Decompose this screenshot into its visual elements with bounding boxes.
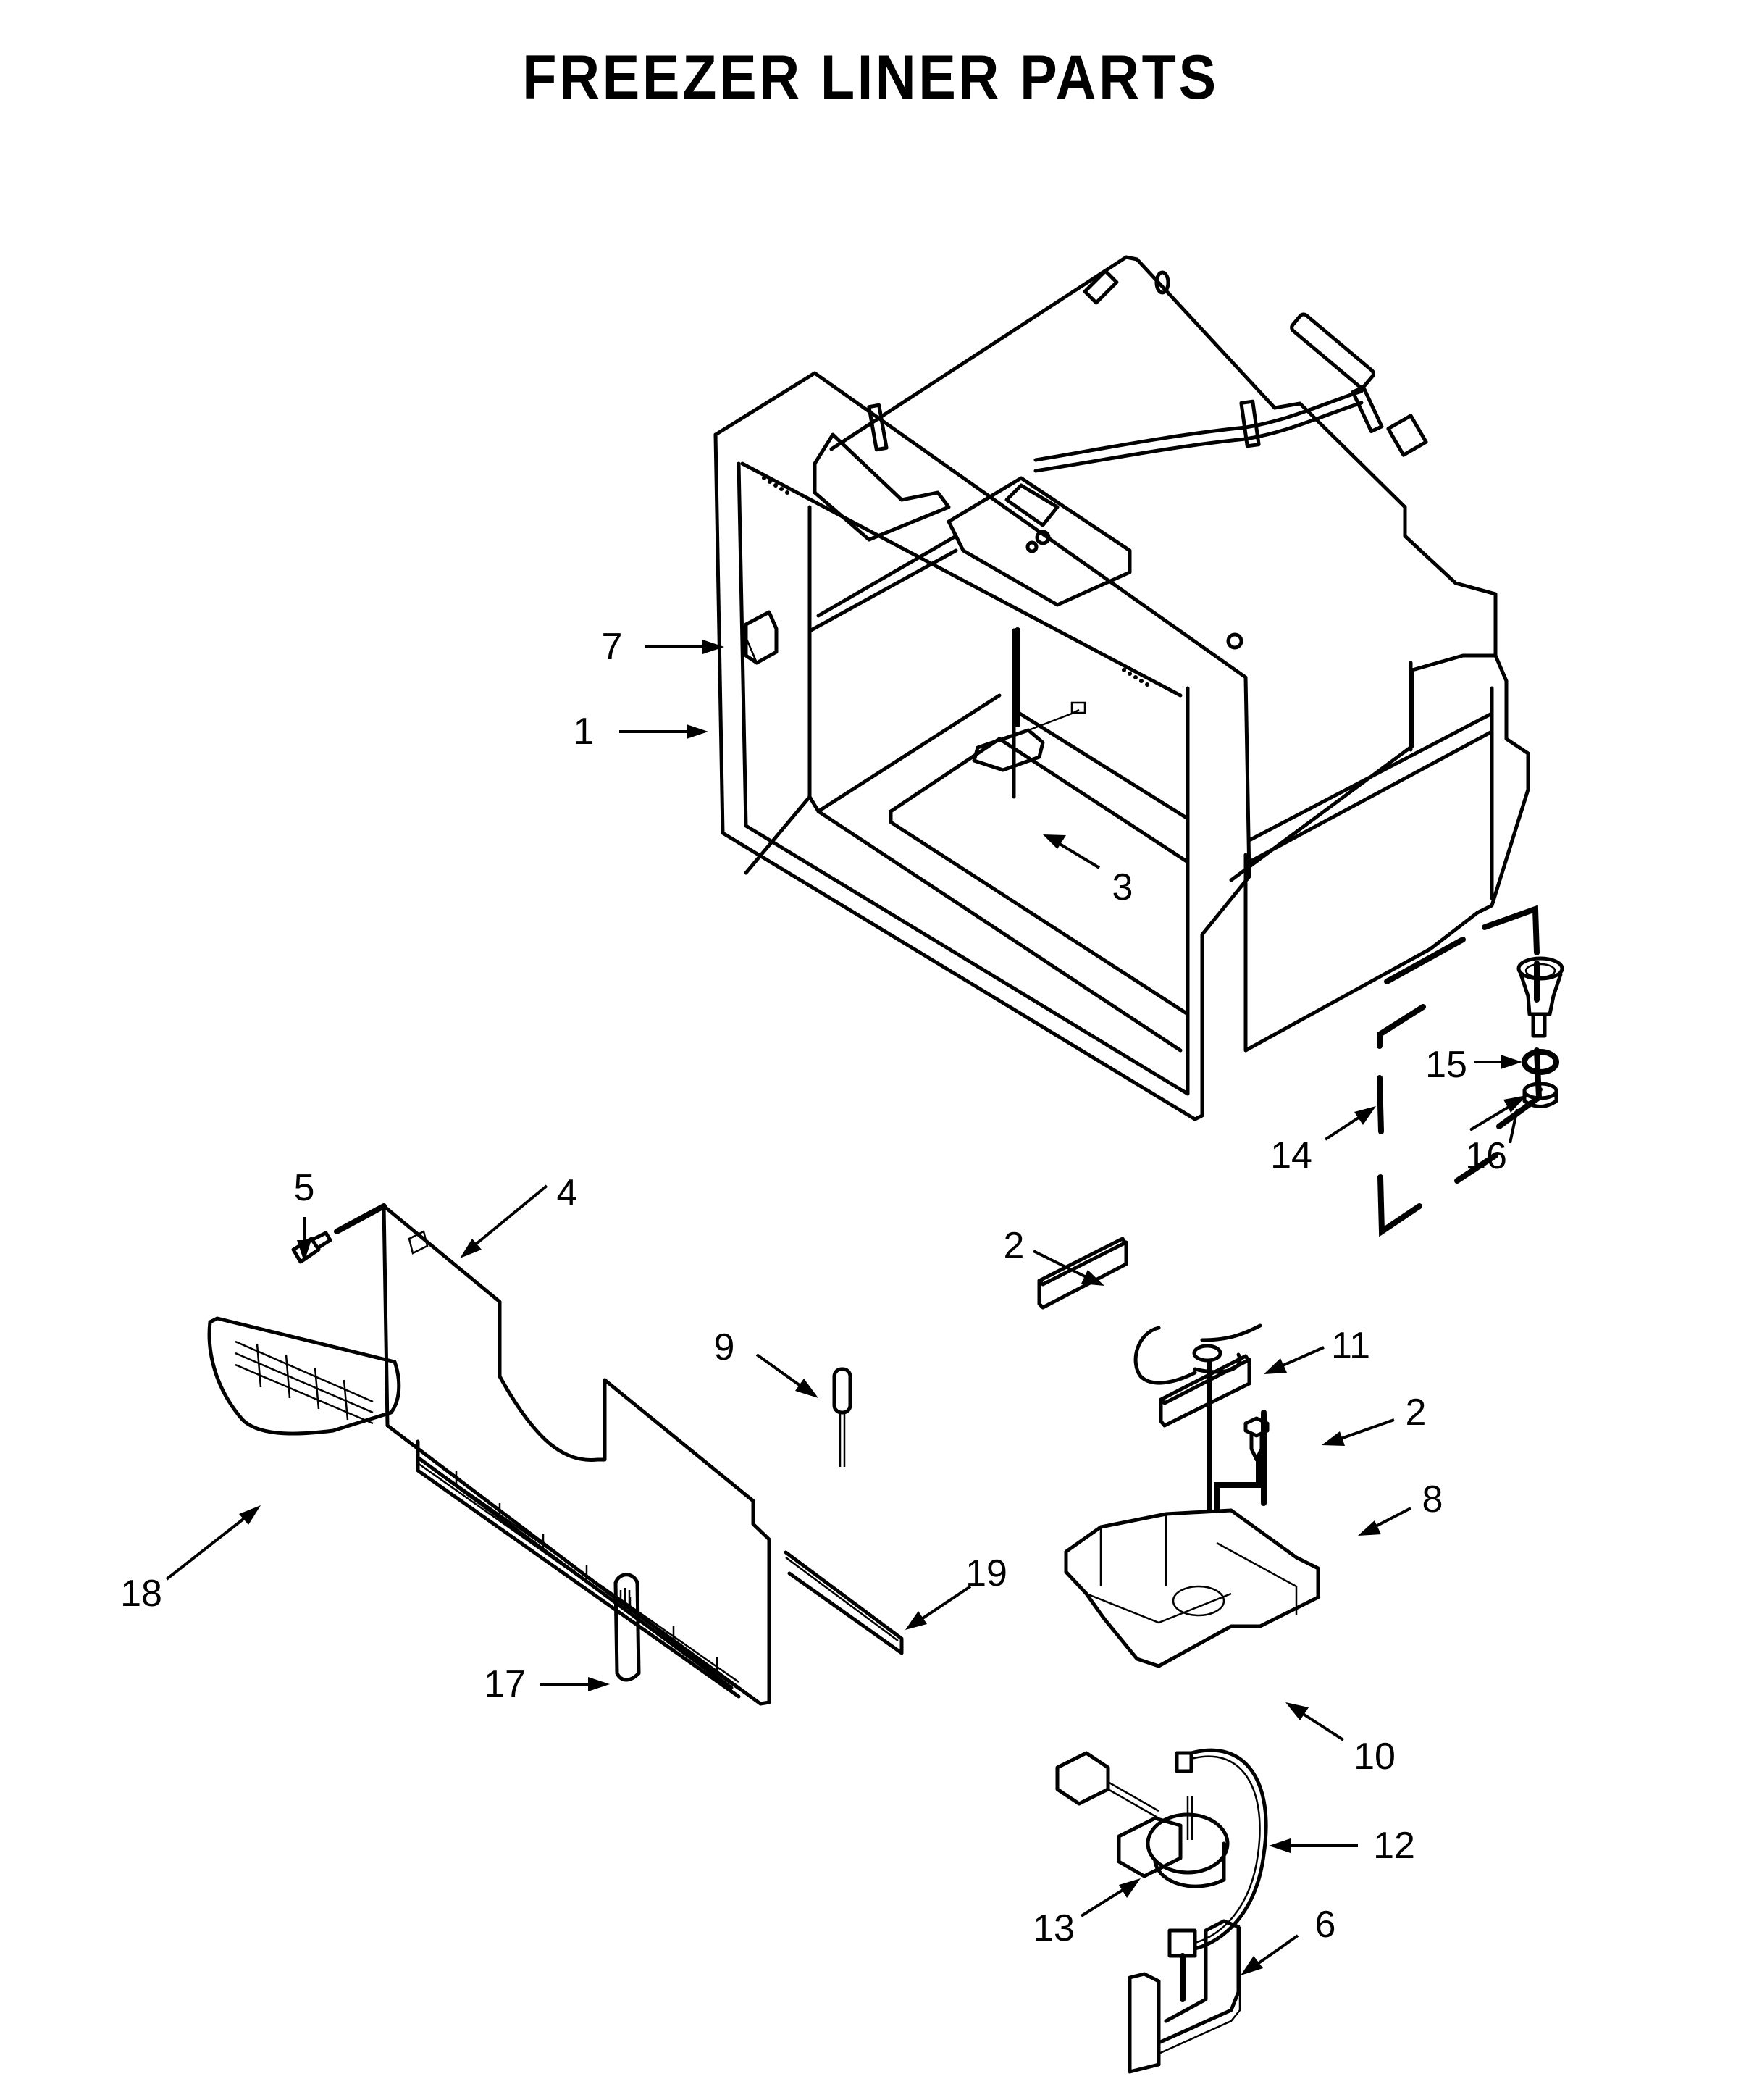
arrow-16 [1469,1095,1527,1144]
arrow-12 [1269,1838,1358,1853]
arrow-1 [619,724,708,739]
arrow-3 [1043,834,1101,869]
callout-3[interactable]: 3 [1112,866,1133,908]
arrow-19 [905,1585,972,1630]
strip-19-drawing [784,1550,904,1655]
callout-16[interactable]: 16 [1465,1135,1507,1177]
callout-6[interactable]: 6 [1314,1904,1336,1946]
arrow-2a [1033,1250,1104,1286]
fan-shroud-drawing [1064,1508,1320,1668]
insulation-strip-drawing [1037,1237,1251,1428]
callout-18[interactable]: 18 [120,1573,162,1615]
callout-11[interactable]: 11 [1331,1325,1370,1367]
arrow-17 [540,1677,610,1691]
callout-14[interactable]: 14 [1270,1134,1312,1176]
callout-5[interactable]: 5 [293,1167,315,1209]
callout-13[interactable]: 13 [1033,1907,1075,1949]
light-assembly-drawing [972,627,1086,772]
callout-2-upper[interactable]: 2 [1003,1225,1025,1267]
arrow-18 [165,1505,261,1581]
fan-motor-drawing [1055,1748,1268,2002]
freezer-liner-drawing [713,255,1530,1121]
arrow-6 [1241,1934,1299,1975]
callout-9[interactable]: 9 [713,1326,735,1368]
screw-8-drawing [1214,1416,1270,1513]
arrow-13 [1080,1878,1141,1917]
callout-17[interactable]: 17 [484,1663,526,1705]
arrow-10 [1285,1702,1345,1741]
arrow-15 [1474,1055,1522,1069]
grille-drawing [207,1316,401,1436]
callout-4[interactable]: 4 [556,1172,578,1214]
clip-drawing [613,1573,641,1682]
callout-12[interactable]: 12 [1373,1825,1415,1867]
callout-10[interactable]: 10 [1354,1736,1396,1778]
fan-motor-bracket-drawing [1128,1919,1241,2074]
thermistor-drawing [832,1367,852,1467]
arrow-2b [1322,1418,1395,1446]
door-switch-drawing [744,610,779,665]
callout-arrows [165,640,1527,1975]
fan-blade-drawing [1133,1323,1267,1513]
arrow-4 [460,1184,548,1258]
arrow-7 [645,640,724,654]
arrow-9 [755,1353,818,1398]
rear-cover-drawing [382,1204,771,1706]
callout-15[interactable]: 15 [1425,1044,1467,1086]
arrow-11 [1264,1346,1325,1374]
arrow-5 [297,1217,311,1262]
diagram-title: FREEZER LINER PARTS [522,43,1219,112]
drain-parts-drawing [1516,956,1564,1108]
callout-19[interactable]: 19 [965,1552,1007,1594]
callout-1[interactable]: 1 [573,711,595,753]
arrow-8 [1358,1507,1411,1536]
callout-7[interactable]: 7 [601,626,623,668]
callout-8[interactable]: 8 [1422,1478,1443,1520]
arrow-14 [1324,1106,1376,1141]
callout-2-lower[interactable]: 2 [1405,1392,1427,1434]
